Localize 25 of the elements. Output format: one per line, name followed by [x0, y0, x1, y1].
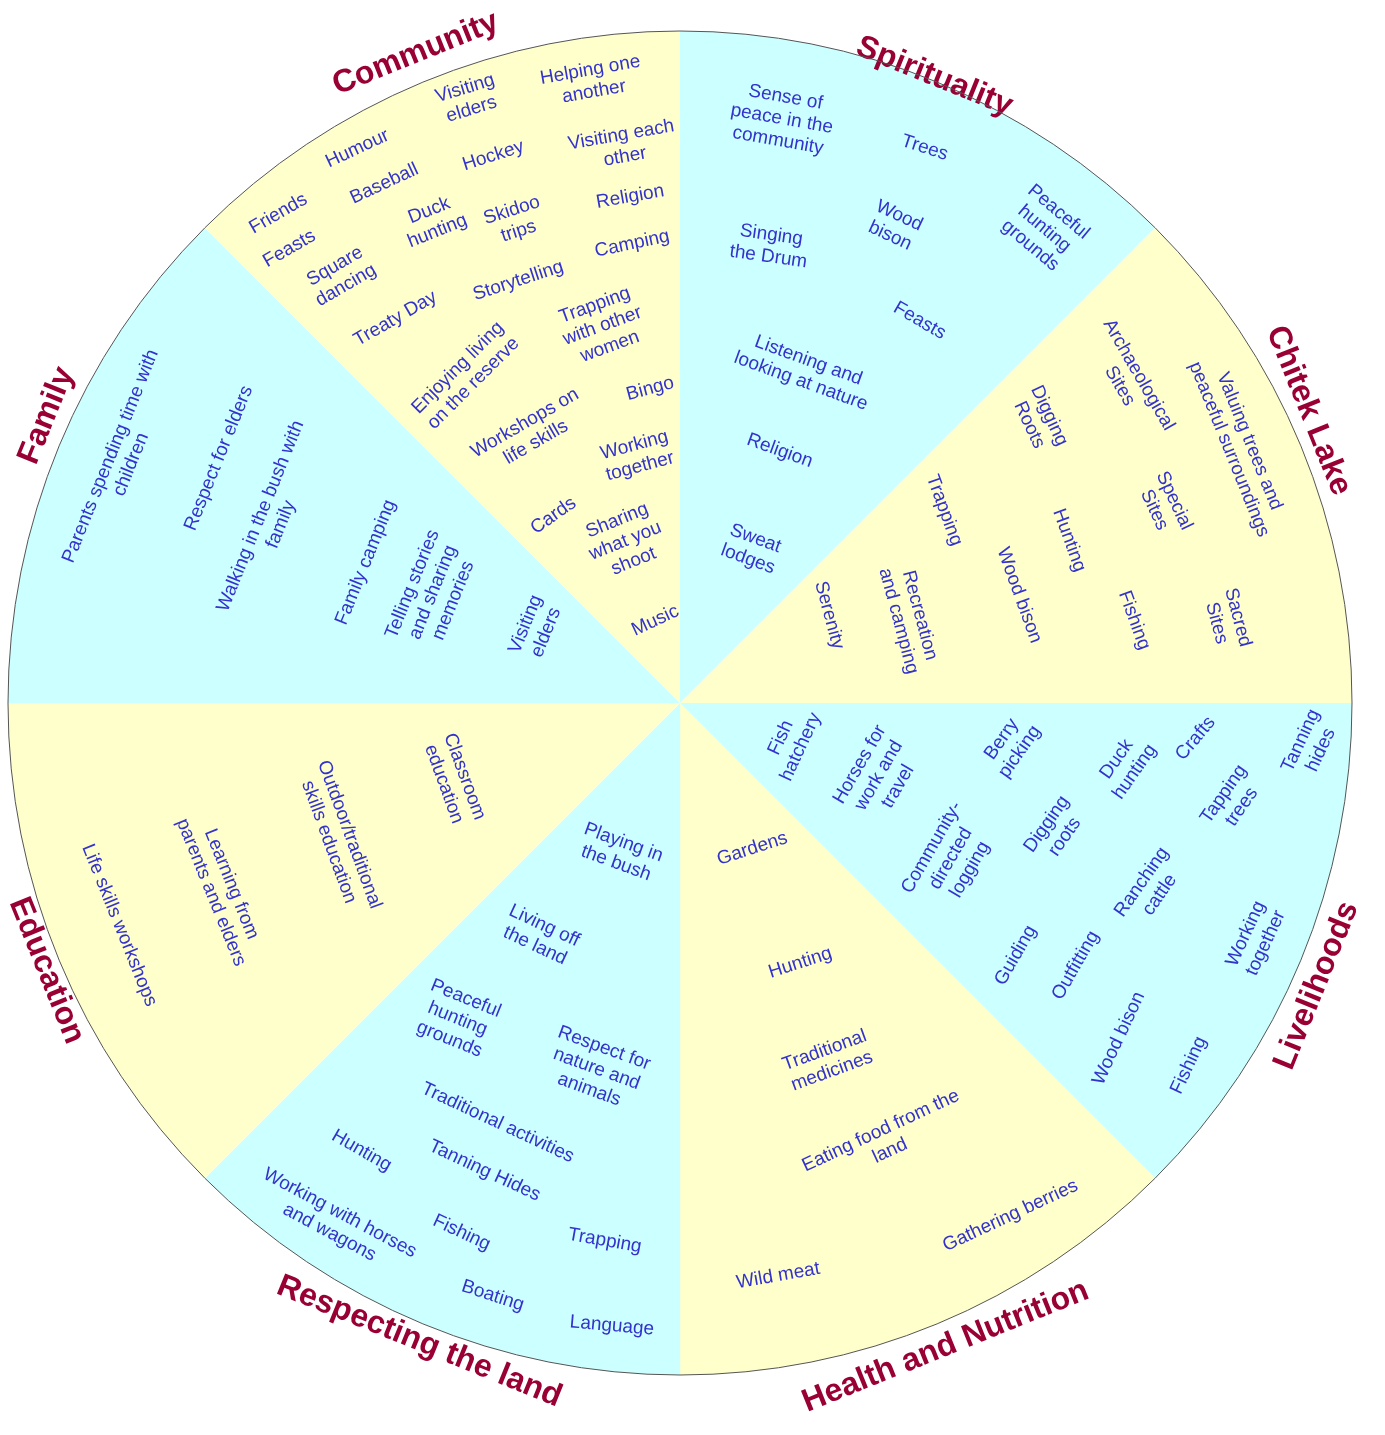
- item-label: Religion: [594, 179, 666, 213]
- item-label: Helping one another: [537, 48, 643, 109]
- item-label: Sweat lodges: [717, 517, 786, 580]
- item-label: Bingo: [623, 371, 677, 405]
- item-label: Trapping: [566, 1222, 644, 1258]
- item-label: Wood bison: [1086, 988, 1150, 1088]
- item-label: Wood bison: [864, 193, 928, 256]
- item-label: Visiting each other: [566, 114, 677, 172]
- item-label: Serenity: [810, 578, 850, 652]
- item-label: Hockey: [459, 134, 527, 176]
- item-label: Skidoo trips: [479, 189, 544, 248]
- item-label: Wild meat: [734, 1256, 822, 1294]
- item-label: Language: [568, 1310, 656, 1340]
- item-label: Fishing: [1114, 587, 1156, 653]
- item-label: Sacred Sites: [1201, 584, 1258, 651]
- item-label: Camping: [592, 224, 672, 262]
- item-label: Working together: [596, 423, 678, 487]
- item-label: Trees: [898, 129, 952, 165]
- item-label: Sense of peace in the community: [728, 78, 836, 160]
- item-label: Music: [627, 599, 683, 641]
- item-label: Wood bison: [992, 544, 1048, 646]
- item-label: Hunting: [1048, 505, 1092, 575]
- item-label: Singing the Drum: [727, 217, 810, 273]
- item-label: Gardens: [713, 826, 791, 870]
- item-label: Hunting: [765, 941, 835, 983]
